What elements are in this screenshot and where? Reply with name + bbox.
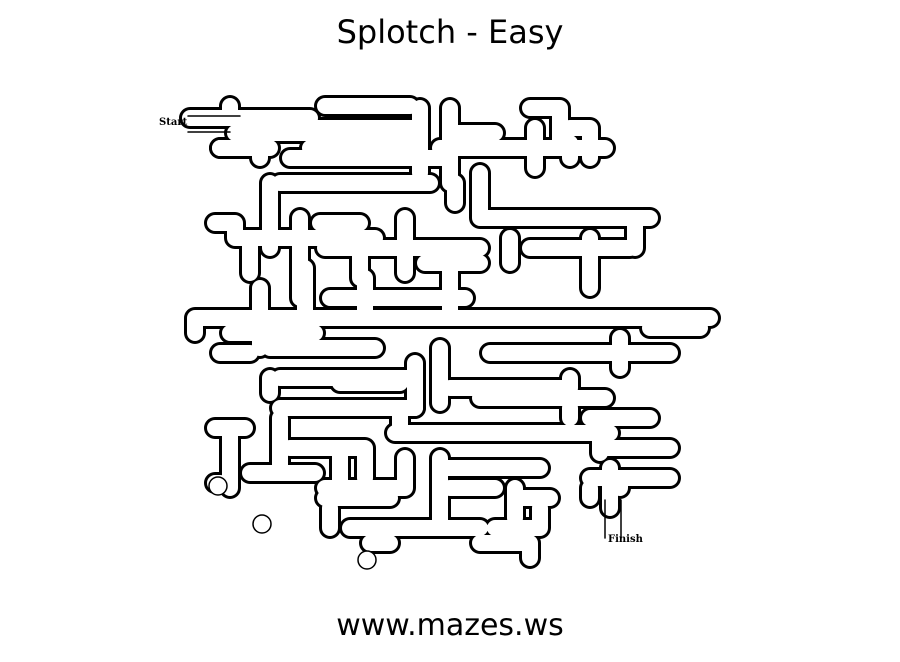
maze-corridors — [179, 95, 721, 570]
maze-start-label: Start — [159, 117, 188, 128]
site-url: www.mazes.ws — [336, 608, 564, 643]
maze-board[interactable] — [150, 88, 730, 578]
maze-graphic — [179, 95, 721, 570]
maze-finish-label: Finish — [608, 534, 643, 545]
page-title: Splotch - Easy — [336, 13, 564, 51]
